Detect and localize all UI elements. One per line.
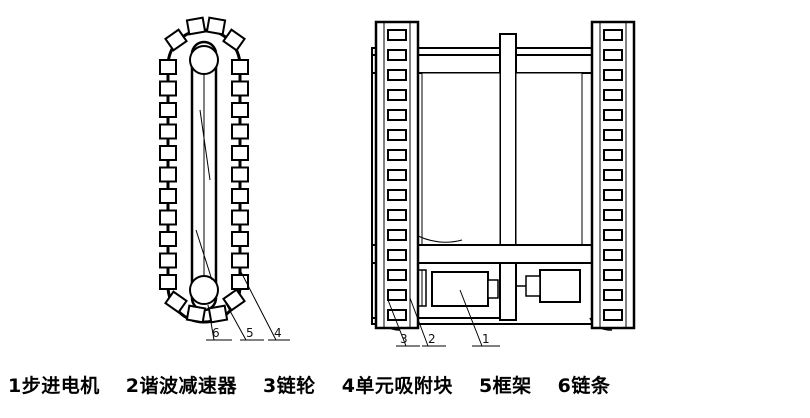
callout-1: 1 (482, 332, 490, 346)
chain-slat (387, 289, 407, 301)
chain-slat (603, 169, 623, 181)
center-post (499, 33, 517, 321)
stepper-motor (431, 271, 489, 307)
adsorption-block (207, 304, 229, 324)
adsorption-block (231, 145, 249, 161)
adsorption-block (159, 252, 177, 269)
legend: 1步进电机 2谐波减速器 3链轮 4单元吸附块 5框架 6链条 (8, 366, 808, 402)
left-chain-slats (387, 29, 407, 321)
chain-slat (603, 309, 623, 321)
adsorption-block (205, 16, 227, 36)
bottom-sprocket (189, 275, 219, 305)
chain-slat (603, 269, 623, 281)
chain-slat (603, 149, 623, 161)
right-chain-slats (603, 29, 623, 321)
callout-4: 4 (274, 326, 282, 340)
adsorption-block (231, 80, 249, 97)
side-callouts (206, 269, 290, 341)
front-callouts (387, 289, 500, 347)
adsorption-block (231, 274, 249, 290)
adsorption-block (185, 304, 207, 324)
side-view (159, 16, 249, 324)
chain-slat (387, 29, 407, 41)
chain-slat (603, 29, 623, 41)
callout-6: 6 (212, 326, 220, 340)
chain-slat (603, 189, 623, 201)
chain-slat (387, 49, 407, 61)
chain-slat (387, 169, 407, 181)
adsorption-block (164, 28, 188, 52)
chain-slat (387, 69, 407, 81)
adsorption-blocks-side (159, 16, 249, 324)
adsorption-block (231, 166, 249, 183)
left-panel (421, 72, 501, 246)
adsorption-block (231, 59, 249, 75)
adsorption-block (222, 28, 246, 52)
chain-slat (387, 109, 407, 121)
adsorption-block (231, 231, 249, 247)
adsorption-block (159, 209, 177, 226)
chain-slat (603, 209, 623, 221)
chain-slat (603, 249, 623, 261)
legend-item-adsorption-block: 4单元吸附块 (341, 374, 453, 397)
chain-slat (387, 269, 407, 281)
adsorption-block (164, 290, 188, 314)
legend-item-frame: 5框架 (478, 374, 532, 397)
chain-slat (387, 149, 407, 161)
right-motor (539, 269, 581, 303)
right-panel (515, 72, 583, 246)
chain-slat (387, 249, 407, 261)
adsorption-block (231, 188, 249, 204)
adsorption-block (159, 123, 177, 140)
adsorption-block (231, 123, 249, 140)
adsorption-block (231, 102, 249, 118)
adsorption-block (222, 288, 246, 312)
front-view (371, 20, 636, 331)
adsorption-block (159, 102, 177, 118)
chain-slat (603, 49, 623, 61)
legend-item-sprocket: 3链轮 (262, 374, 316, 397)
adsorption-block (159, 80, 177, 97)
callout-2: 2 (428, 332, 436, 346)
legend-item-harmonic-reducer: 2谐波减速器 (125, 374, 237, 397)
adsorption-block (159, 274, 177, 290)
chain-slat (387, 129, 407, 141)
chain-slat (603, 129, 623, 141)
chain-slat (387, 189, 407, 201)
chain-slat (603, 289, 623, 301)
chain-slat (387, 209, 407, 221)
callout-3: 3 (400, 332, 408, 346)
chain-slat (603, 69, 623, 81)
callout-5: 5 (246, 326, 254, 340)
chain-slat (387, 309, 407, 321)
adsorption-block (159, 188, 177, 204)
adsorption-block (159, 59, 177, 75)
top-sprocket (189, 45, 219, 75)
chain-slat (603, 229, 623, 241)
adsorption-block (159, 145, 177, 161)
chain-slat (387, 229, 407, 241)
chain-slat (603, 89, 623, 101)
mechanism-diagram: 6 5 4 (159, 16, 636, 347)
legend-item-stepper-motor: 1步进电机 (8, 374, 100, 397)
legend-item-chain: 6链条 (557, 374, 611, 397)
adsorption-block (159, 231, 177, 247)
adsorption-block (231, 252, 249, 269)
chain-slat (387, 89, 407, 101)
adsorption-block (185, 16, 207, 36)
adsorption-block (159, 166, 177, 183)
chain-slat (603, 109, 623, 121)
adsorption-block (231, 209, 249, 226)
